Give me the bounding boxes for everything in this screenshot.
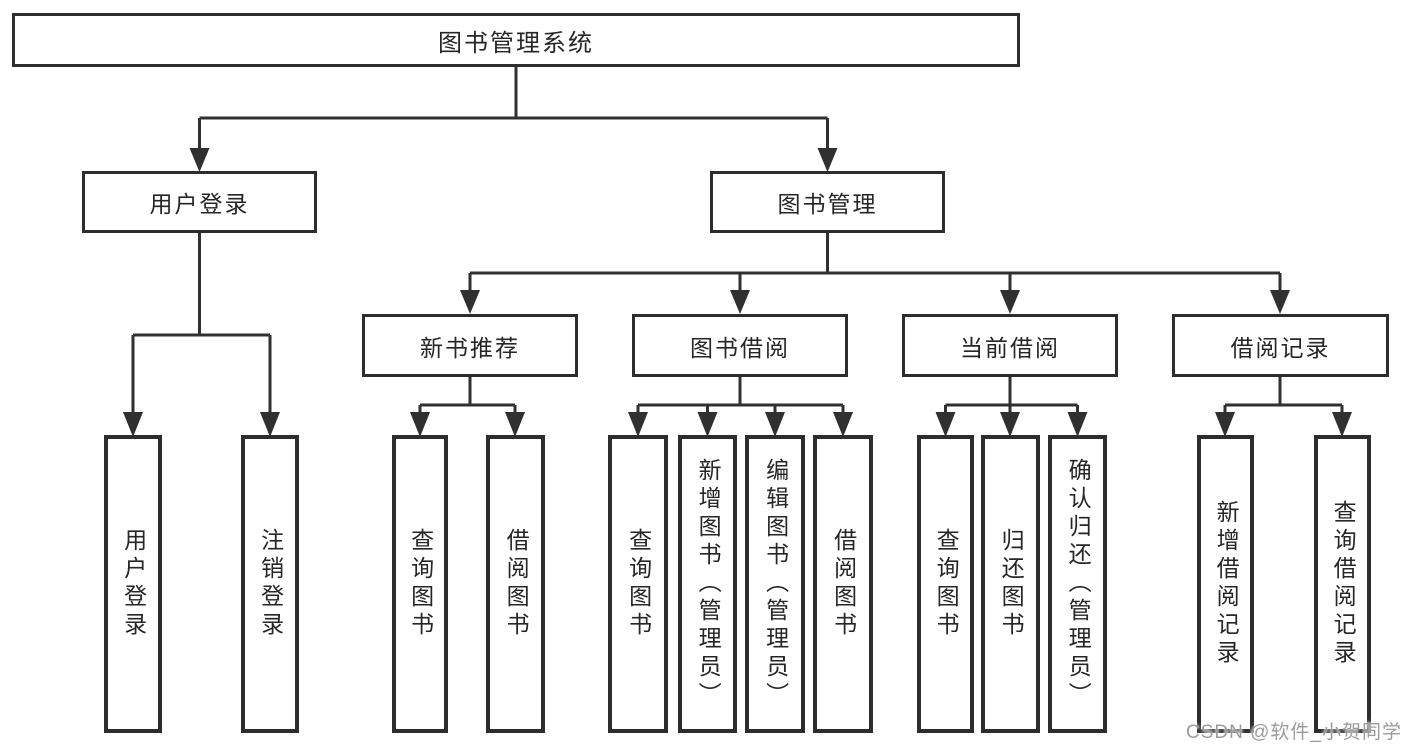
node-current-borrow: 当前借阅 xyxy=(902,314,1118,377)
node-new-book-recommend: 新书推荐 xyxy=(362,314,578,377)
node-book-borrow: 图书借阅 xyxy=(632,314,848,377)
node-book-management: 图书管理 xyxy=(710,171,945,233)
csdn-watermark: CSDN @软件_小贺同学 xyxy=(1186,722,1402,743)
leaf-current-query-books: 查询图书 xyxy=(917,435,974,733)
leaf-records-query-record: 查询借阅记录 xyxy=(1314,435,1371,733)
leaf-borrow-add-books-admin: 新增图书（管理员） xyxy=(678,435,737,733)
leaf-current-return-books: 归还图书 xyxy=(981,435,1040,733)
leaf-user-login: 用户登录 xyxy=(104,435,162,733)
connector-segments xyxy=(131,66,1344,417)
leaf-newbook-query-books: 查询图书 xyxy=(392,435,448,733)
node-user-login: 用户登录 xyxy=(82,171,317,233)
leaf-borrow-borrow-books: 借阅图书 xyxy=(813,435,873,733)
leaf-current-confirm-return-admin: 确认归还（管理员） xyxy=(1048,435,1107,733)
node-borrow-records: 借阅记录 xyxy=(1172,314,1389,377)
leaf-records-add-record: 新增借阅记录 xyxy=(1197,435,1254,733)
leaf-borrow-edit-books-admin: 编辑图书（管理员） xyxy=(745,435,805,733)
leaf-borrow-query-books: 查询图书 xyxy=(608,435,668,733)
leaf-logout: 注销登录 xyxy=(241,435,299,733)
arrowheads xyxy=(123,148,1352,437)
leaf-newbook-borrow-books: 借阅图书 xyxy=(486,435,545,733)
node-root: 图书管理系统 xyxy=(12,13,1020,67)
